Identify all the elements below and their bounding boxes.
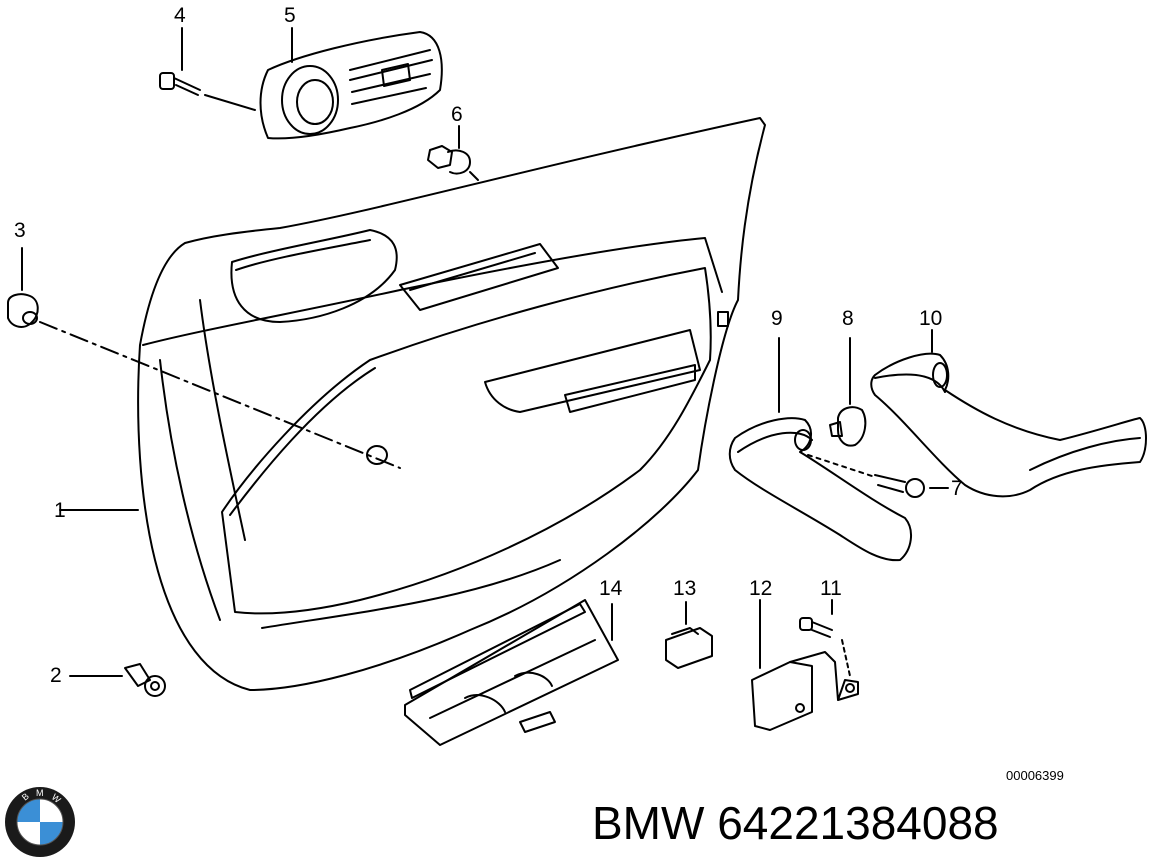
callout-10: 10 [919, 307, 943, 330]
callout-9: 9 [771, 307, 783, 330]
clip-part-3 [7, 247, 401, 469]
callout-3: 3 [14, 219, 26, 242]
screw-part-7 [807, 454, 949, 498]
bracket-part-12 [751, 599, 859, 731]
plug-part-6 [427, 125, 479, 181]
part-number-label: BMW 64221384088 [592, 796, 999, 850]
pull-handle-part-9 [728, 337, 912, 562]
svg-text:B: B [20, 791, 31, 803]
reference-code: 00006399 [1006, 768, 1064, 783]
callout-2: 2 [50, 664, 62, 687]
callout-4: 4 [174, 4, 186, 27]
callout-13: 13 [673, 577, 697, 600]
armrest-handle-part-10 [870, 329, 1147, 498]
screw-part-2 [69, 663, 166, 697]
vent-housing-part-5 [259, 27, 443, 140]
brand-name: BMW [592, 797, 705, 849]
callout-12: 12 [749, 577, 773, 600]
callout-7: 7 [951, 477, 963, 500]
door-trim-panel-part-1 [59, 117, 766, 691]
callout-1: 1 [54, 499, 66, 522]
storage-tray-part-14 [404, 599, 619, 746]
callout-14: 14 [599, 577, 623, 600]
screw-part-11 [799, 599, 851, 677]
callout-6: 6 [451, 103, 463, 126]
callout-5: 5 [284, 4, 296, 27]
part-number: 64221384088 [717, 797, 999, 849]
callout-8: 8 [842, 307, 854, 330]
clip-part-13 [665, 601, 713, 669]
cap-part-8 [829, 337, 867, 447]
bmw-roundel-icon: B M W [5, 787, 75, 857]
screw-part-4 [159, 27, 256, 111]
callout-11: 11 [820, 577, 842, 600]
svg-text:M: M [36, 788, 44, 798]
